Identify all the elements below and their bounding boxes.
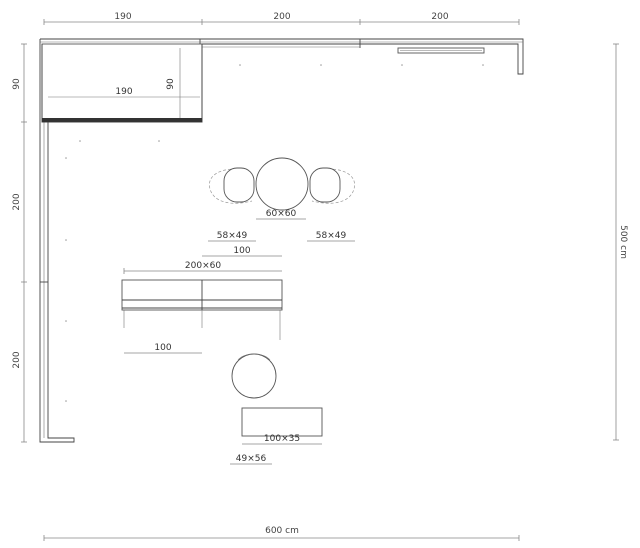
stool (231, 353, 277, 399)
dim-top-right: 200 (431, 12, 448, 22)
desk-dimension-bottom: 100 (124, 343, 202, 354)
dim-left-middle: 200 (12, 193, 22, 210)
window (397, 47, 485, 54)
desk-group (121, 279, 283, 340)
top-dimension-line: 190 200 200 (43, 12, 520, 25)
dim-top-middle: 200 (273, 12, 290, 22)
shelf-height-label: 90 (166, 78, 176, 90)
stool-dimension: 49×56 (230, 454, 272, 465)
desk-lower-half-label: 100 (154, 343, 171, 353)
desk-full-label: 200×60 (185, 261, 221, 271)
chair-right (309, 167, 355, 204)
desk-half-label: 100 (233, 246, 250, 256)
chair-right-size-label: 58×49 (316, 231, 347, 241)
dining-dimensions: 60×60 58×49 58×49 (208, 209, 355, 242)
corner-shelf: 190 90 (41, 43, 203, 123)
round-table (255, 157, 309, 211)
dim-left-lower: 200 (12, 351, 22, 368)
table-size-label: 60×60 (266, 209, 297, 219)
dim-top-left: 190 (114, 12, 131, 22)
desk-dimensions-top: 100 200×60 (123, 246, 282, 274)
chair-left-size-label: 58×49 (217, 231, 248, 241)
dim-bottom-total: 600 cm (265, 526, 299, 536)
shelf-width-label: 190 (115, 87, 132, 97)
right-dimension-line: 500 cm (613, 43, 628, 441)
chair-left (209, 167, 255, 204)
reference-dots (65, 64, 484, 402)
bench: 100×35 (241, 407, 323, 445)
stool-size-label: 49×56 (236, 454, 267, 464)
top-wall (40, 38, 524, 75)
bench-size-label: 100×35 (264, 434, 300, 444)
left-wall (39, 39, 75, 443)
left-dimension-line: 90 200 200 (12, 43, 27, 443)
dim-right-total: 500 cm (618, 225, 628, 259)
dim-left-upper: 90 (12, 78, 22, 90)
bottom-dimension-line: 600 cm (43, 526, 520, 541)
